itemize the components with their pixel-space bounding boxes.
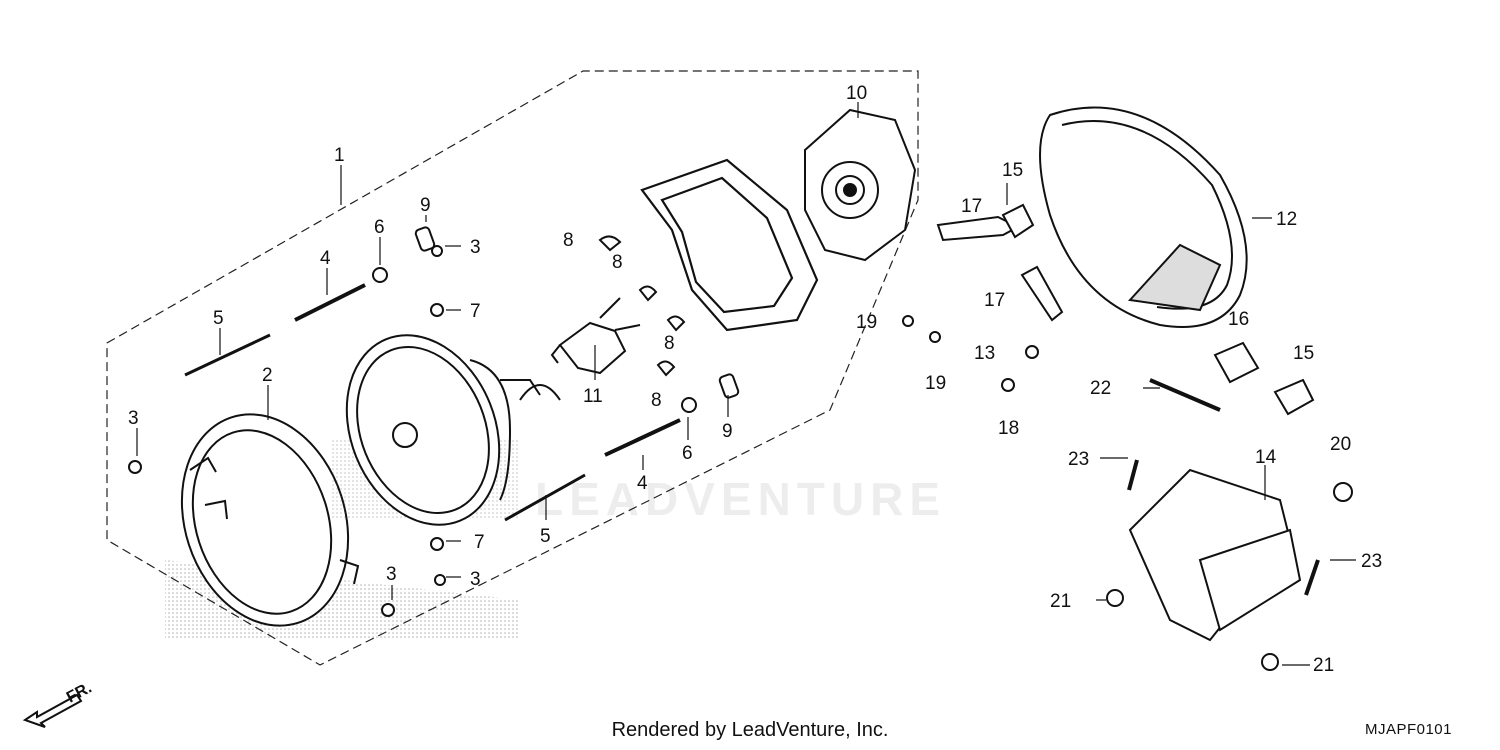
- assembly-boundary: [106, 70, 919, 666]
- callout-20: 20: [1330, 434, 1351, 455]
- callout-22: 22: [1090, 378, 1111, 399]
- callout-17: 17: [961, 196, 982, 217]
- callout-1: 1: [334, 145, 345, 166]
- callout-21: 21: [1313, 655, 1334, 676]
- callouts: 1 2 3 3 3 3 4 4 5 5 6 6 7 7 8 8 8 8 9 9 …: [128, 83, 1382, 676]
- callout-8: 8: [563, 230, 574, 251]
- callout-3: 3: [128, 408, 139, 429]
- callout-23: 23: [1361, 551, 1382, 572]
- callout-3: 3: [386, 564, 397, 585]
- headlight-shell: [1039, 106, 1248, 328]
- callout-17: 17: [984, 290, 1005, 311]
- callout-3: 3: [470, 569, 481, 590]
- callout-7: 7: [474, 532, 485, 553]
- callout-10: 10: [846, 83, 867, 104]
- callout-9: 9: [420, 195, 431, 216]
- headlight-case-bracket: [640, 158, 819, 332]
- callout-5: 5: [213, 308, 224, 329]
- socket-cover: [804, 108, 917, 262]
- callout-8: 8: [664, 333, 675, 354]
- callout-6: 6: [374, 217, 385, 238]
- callout-18: 18: [998, 418, 1019, 439]
- callout-9: 9: [722, 421, 733, 442]
- callout-23: 23: [1068, 449, 1089, 470]
- callout-5: 5: [540, 526, 551, 547]
- callout-15: 15: [1002, 160, 1023, 181]
- bulb: [550, 297, 641, 375]
- callout-19: 19: [925, 373, 946, 394]
- hardware: [128, 203, 1353, 671]
- callout-16: 16: [1228, 309, 1249, 330]
- callout-7: 7: [470, 301, 481, 322]
- headlight-unit: [330, 334, 561, 526]
- callout-3: 3: [470, 237, 481, 258]
- diagram-code: MJAPF0101: [1364, 721, 1452, 738]
- leader-lines: [136, 102, 1356, 666]
- callout-6: 6: [682, 443, 693, 464]
- callout-4: 4: [320, 248, 331, 269]
- rendered-by-credit: Rendered by LeadVenture, Inc.: [611, 719, 889, 741]
- callout-8: 8: [612, 252, 623, 273]
- callout-14: 14: [1255, 447, 1277, 468]
- callout-4: 4: [637, 473, 648, 494]
- callout-13: 13: [974, 343, 995, 364]
- callout-12: 12: [1276, 209, 1297, 230]
- watermark: LEADVENTURE: [535, 473, 947, 525]
- callout-8: 8: [651, 390, 662, 411]
- callout-2: 2: [262, 365, 273, 386]
- callout-19: 19: [856, 312, 877, 333]
- callout-11: 11: [583, 386, 603, 407]
- callout-21: 21: [1050, 591, 1071, 612]
- callout-15: 15: [1293, 343, 1314, 364]
- headlight-rim: [165, 413, 520, 640]
